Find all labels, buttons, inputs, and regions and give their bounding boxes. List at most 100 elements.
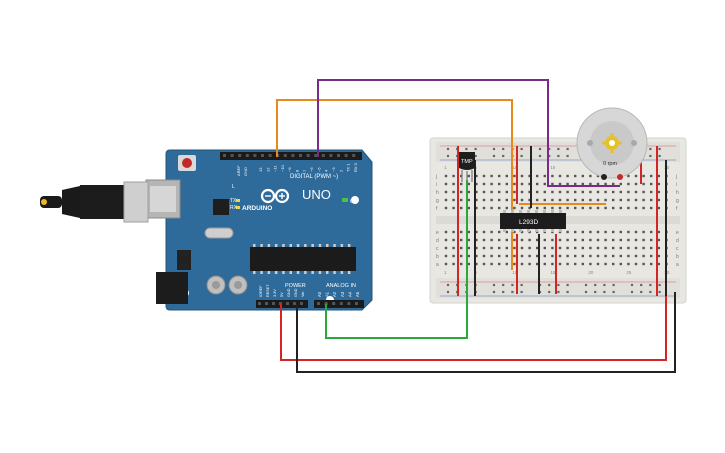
row-letter: f <box>676 206 678 212</box>
column-number: 1 <box>444 270 447 275</box>
row-letter: h <box>676 190 679 196</box>
digital-header[interactable] <box>220 152 362 160</box>
row-letter: e <box>436 230 439 236</box>
column-number: 10 <box>512 270 518 275</box>
analog-pin-label: A0 <box>317 291 322 297</box>
row-letter: b <box>436 254 439 260</box>
header-label: GND <box>243 167 248 176</box>
wires[interactable] <box>276 79 676 373</box>
sensor-label: TMP <box>461 159 473 165</box>
row-letter: d <box>676 238 679 244</box>
digital-pin-label: 4 <box>324 169 329 172</box>
dc-jack <box>156 272 188 304</box>
row-letter: g <box>676 198 679 204</box>
power-pin-label: 3.3V <box>273 289 277 297</box>
digital-pin-label: ~11 <box>273 165 278 172</box>
row-letter: d <box>436 238 439 244</box>
microcontroller-chip <box>250 247 356 271</box>
digital-pin-label: 7 <box>302 169 307 172</box>
tx-label: TX <box>230 198 237 204</box>
temperature-sensor[interactable]: TMP <box>459 152 475 182</box>
row-letter: b <box>676 254 679 260</box>
analog-pin-label: A2 <box>332 291 337 297</box>
usb-chip <box>213 199 229 215</box>
motor-speed-readout: 0 rpm <box>603 161 617 167</box>
column-number: 15 <box>550 270 556 275</box>
reset-button-cap[interactable] <box>182 158 192 168</box>
mounting-hole <box>351 196 359 204</box>
row-letter: a <box>676 262 679 268</box>
analog-label: ANALOG IN <box>326 283 356 289</box>
green-wire[interactable] <box>325 180 468 339</box>
black-wire[interactable] <box>296 292 676 373</box>
power-pin-label: GND <box>287 288 291 297</box>
row-letter: i <box>676 182 677 188</box>
analog-pin-label: A3 <box>340 291 345 297</box>
column-number: 30 <box>664 165 670 170</box>
analog-pin-label: A4 <box>347 291 352 297</box>
digital-pin-label: ~9 <box>287 167 292 172</box>
digital-pin-label: 12 <box>265 167 270 172</box>
row-letter: h <box>436 190 439 196</box>
usb-port-inner <box>150 186 176 212</box>
rx-label: RX <box>230 205 238 211</box>
column-number: 10 <box>512 165 518 170</box>
digital-label: DIGITAL (PWM ~) <box>290 174 338 180</box>
motor-driver-chip[interactable]: L293D <box>500 210 566 232</box>
column-number: 25 <box>626 270 632 275</box>
tx-led <box>236 199 240 202</box>
digital-pin-label: ~10 <box>280 164 285 172</box>
red-wire[interactable] <box>280 292 667 361</box>
digital-pin-label: ~5 <box>316 167 321 172</box>
column-number: 15 <box>550 165 556 170</box>
digital-pin-label: RX 0 <box>353 162 358 172</box>
row-letter: c <box>436 246 439 252</box>
l-led-label: L <box>232 184 235 190</box>
rx-led <box>236 206 240 209</box>
motor-terminal <box>601 174 607 180</box>
row-letter: j <box>435 174 437 180</box>
power-pin-label: 5V <box>280 292 284 297</box>
orange-wire[interactable] <box>276 99 513 270</box>
column-number: 20 <box>588 270 594 275</box>
on-led <box>342 198 348 202</box>
power-pin-label: IOREF <box>259 285 263 297</box>
column-number: 30 <box>664 270 670 275</box>
row-letter: f <box>436 206 438 212</box>
digital-pin-label: 2 <box>338 169 343 172</box>
digital-pin-label: TX 1 <box>346 163 351 172</box>
analog-pin-label: A5 <box>355 291 360 297</box>
crystal <box>204 227 234 239</box>
power-pin-label: GND <box>294 288 298 297</box>
row-letter: e <box>676 230 679 236</box>
column-number: 1 <box>444 165 447 170</box>
arduino-logo-icon <box>260 188 290 204</box>
usb-cable <box>40 181 149 223</box>
digital-pin-label: ~6 <box>309 167 314 172</box>
model-label: UNO <box>302 187 331 202</box>
gear-icon <box>602 133 622 153</box>
power-pin-label: Vin <box>301 292 305 297</box>
power-pin-label: RESET <box>266 284 270 297</box>
row-letter: g <box>436 198 439 204</box>
arduino-uno-board[interactable]: DIGITAL (PWM ~) ARDUINO UNO ON TX RX POW… <box>145 149 373 311</box>
digital-pin-label: 8 <box>295 169 300 172</box>
header-label: AREF <box>236 165 241 176</box>
motor-terminal <box>617 174 623 180</box>
dc-motor[interactable]: 0 rpm <box>576 107 648 180</box>
power-label: POWER <box>285 283 306 289</box>
purple-wire[interactable] <box>317 79 620 187</box>
chip-label: L293D <box>519 219 538 226</box>
analog-pin-label: A1 <box>325 291 330 297</box>
row-letter: c <box>676 246 679 252</box>
digital-pin-label: 13 <box>258 167 263 172</box>
row-letter: a <box>436 262 439 268</box>
row-letter: i <box>436 182 437 188</box>
row-letter: j <box>675 174 677 180</box>
analog-header[interactable] <box>314 300 364 308</box>
brand-label: ARDUINO <box>242 205 272 212</box>
